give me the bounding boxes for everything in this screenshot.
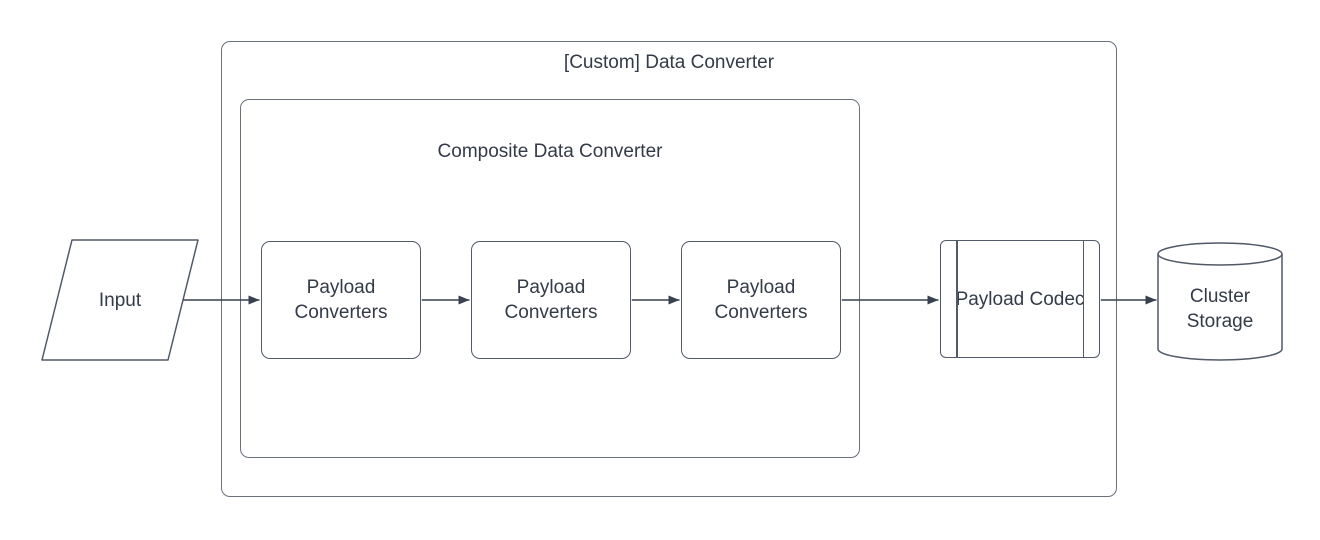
node-payload-codec-label: Payload Codec — [955, 288, 1085, 310]
node-payload-converters-3[interactable]: Payload Converters — [681, 241, 841, 359]
node-payload-converters-3-label: Payload Converters — [714, 277, 808, 323]
group-composite-data-converter[interactable]: Composite Data Converter — [240, 99, 860, 458]
node-payload-converters-1[interactable]: Payload Converters — [261, 241, 421, 359]
cluster-storage-cylinder-lip — [1157, 253, 1283, 266]
codec-left-bar — [956, 241, 958, 357]
node-payload-converters-1-label: Payload Converters — [294, 277, 388, 323]
cluster-storage-label: Cluster Storage — [1186, 286, 1254, 332]
group-composite-data-converter-label: Composite Data Converter — [437, 141, 663, 162]
group-custom-data-converter[interactable]: [Custom] Data Converter — [221, 41, 1117, 497]
input-label: Input — [98, 289, 142, 311]
node-payload-converters-2[interactable]: Payload Converters — [471, 241, 631, 359]
node-payload-converters-2-label: Payload Converters — [504, 277, 598, 323]
codec-right-bar — [1082, 241, 1084, 357]
group-custom-data-converter-label: [Custom] Data Converter — [563, 52, 775, 73]
node-payload-codec[interactable]: Payload Codec — [940, 240, 1100, 358]
